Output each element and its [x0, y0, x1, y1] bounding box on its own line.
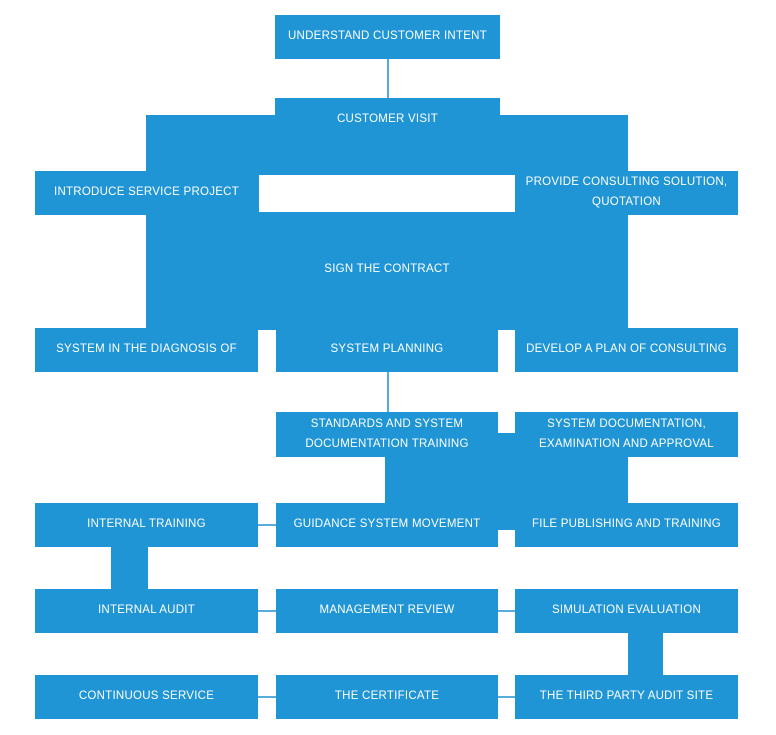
connector-training-to-audit-band: [111, 547, 148, 589]
connector-simulation-to-thirdparty-band: [628, 633, 663, 675]
connector-guidance-to-file-bridge: [497, 503, 515, 530]
center-white-spacer: [259, 175, 515, 212]
node-understand-customer-intent: UNDERSTAND CUSTOMER INTENT: [275, 15, 500, 59]
connector-audit-to-review: [258, 610, 276, 612]
node-system-planning: SYSTEM PLANNING: [276, 328, 498, 372]
connector-planning-to-standards: [387, 372, 389, 412]
node-internal-training: INTERNAL TRAINING: [35, 503, 258, 547]
node-develop-a-plan-of-consulting: DEVELOP A PLAN OF CONSULTING: [515, 328, 738, 372]
node-guidance-system-movement: GUIDANCE SYSTEM MOVEMENT: [276, 503, 498, 547]
node-customer-visit: CUSTOMER VISIT: [275, 98, 500, 142]
node-simulation-evaluation: SIMULATION EVALUATION: [515, 589, 738, 633]
node-standards-and-system-documentation-training: STANDARDS AND SYSTEM DOCUMENTATION TRAIN…: [276, 412, 498, 457]
connector-service-to-certificate: [258, 696, 276, 698]
node-internal-audit: INTERNAL AUDIT: [35, 589, 258, 633]
node-continuous-service: CONTINUOUS SERVICE: [35, 675, 258, 719]
node-file-publishing-and-training: FILE PUBLISHING AND TRAINING: [515, 503, 738, 547]
connector-intent-to-visit: [387, 59, 389, 98]
connector-training-to-guidance: [258, 524, 276, 526]
node-management-review: MANAGEMENT REVIEW: [276, 589, 498, 633]
central-merged-block: [146, 115, 628, 330]
node-the-third-party-audit-site: THE THIRD PARTY AUDIT SITE: [515, 675, 738, 719]
connector-standards-row-band: [385, 457, 628, 503]
connector-review-to-simulation: [498, 610, 515, 612]
node-system-in-the-diagnosis-of: SYSTEM IN THE DIAGNOSIS OF: [35, 328, 258, 372]
node-introduce-service-project: INTRODUCE SERVICE PROJECT: [35, 171, 258, 215]
connector-certificate-to-thirdparty: [498, 696, 515, 698]
node-provide-consulting-solution-quotation: PROVIDE CONSULTING SOLUTION, QUOTATION: [515, 171, 738, 215]
node-the-certificate: THE CERTIFICATE: [276, 675, 498, 719]
connector-standards-to-documentation-bridge: [497, 433, 515, 457]
node-sign-the-contract: SIGN THE CONTRACT: [324, 263, 450, 275]
node-system-documentation-examination-and-approval: SYSTEM DOCUMENTATION, EXAMINATION AND AP…: [515, 412, 738, 457]
